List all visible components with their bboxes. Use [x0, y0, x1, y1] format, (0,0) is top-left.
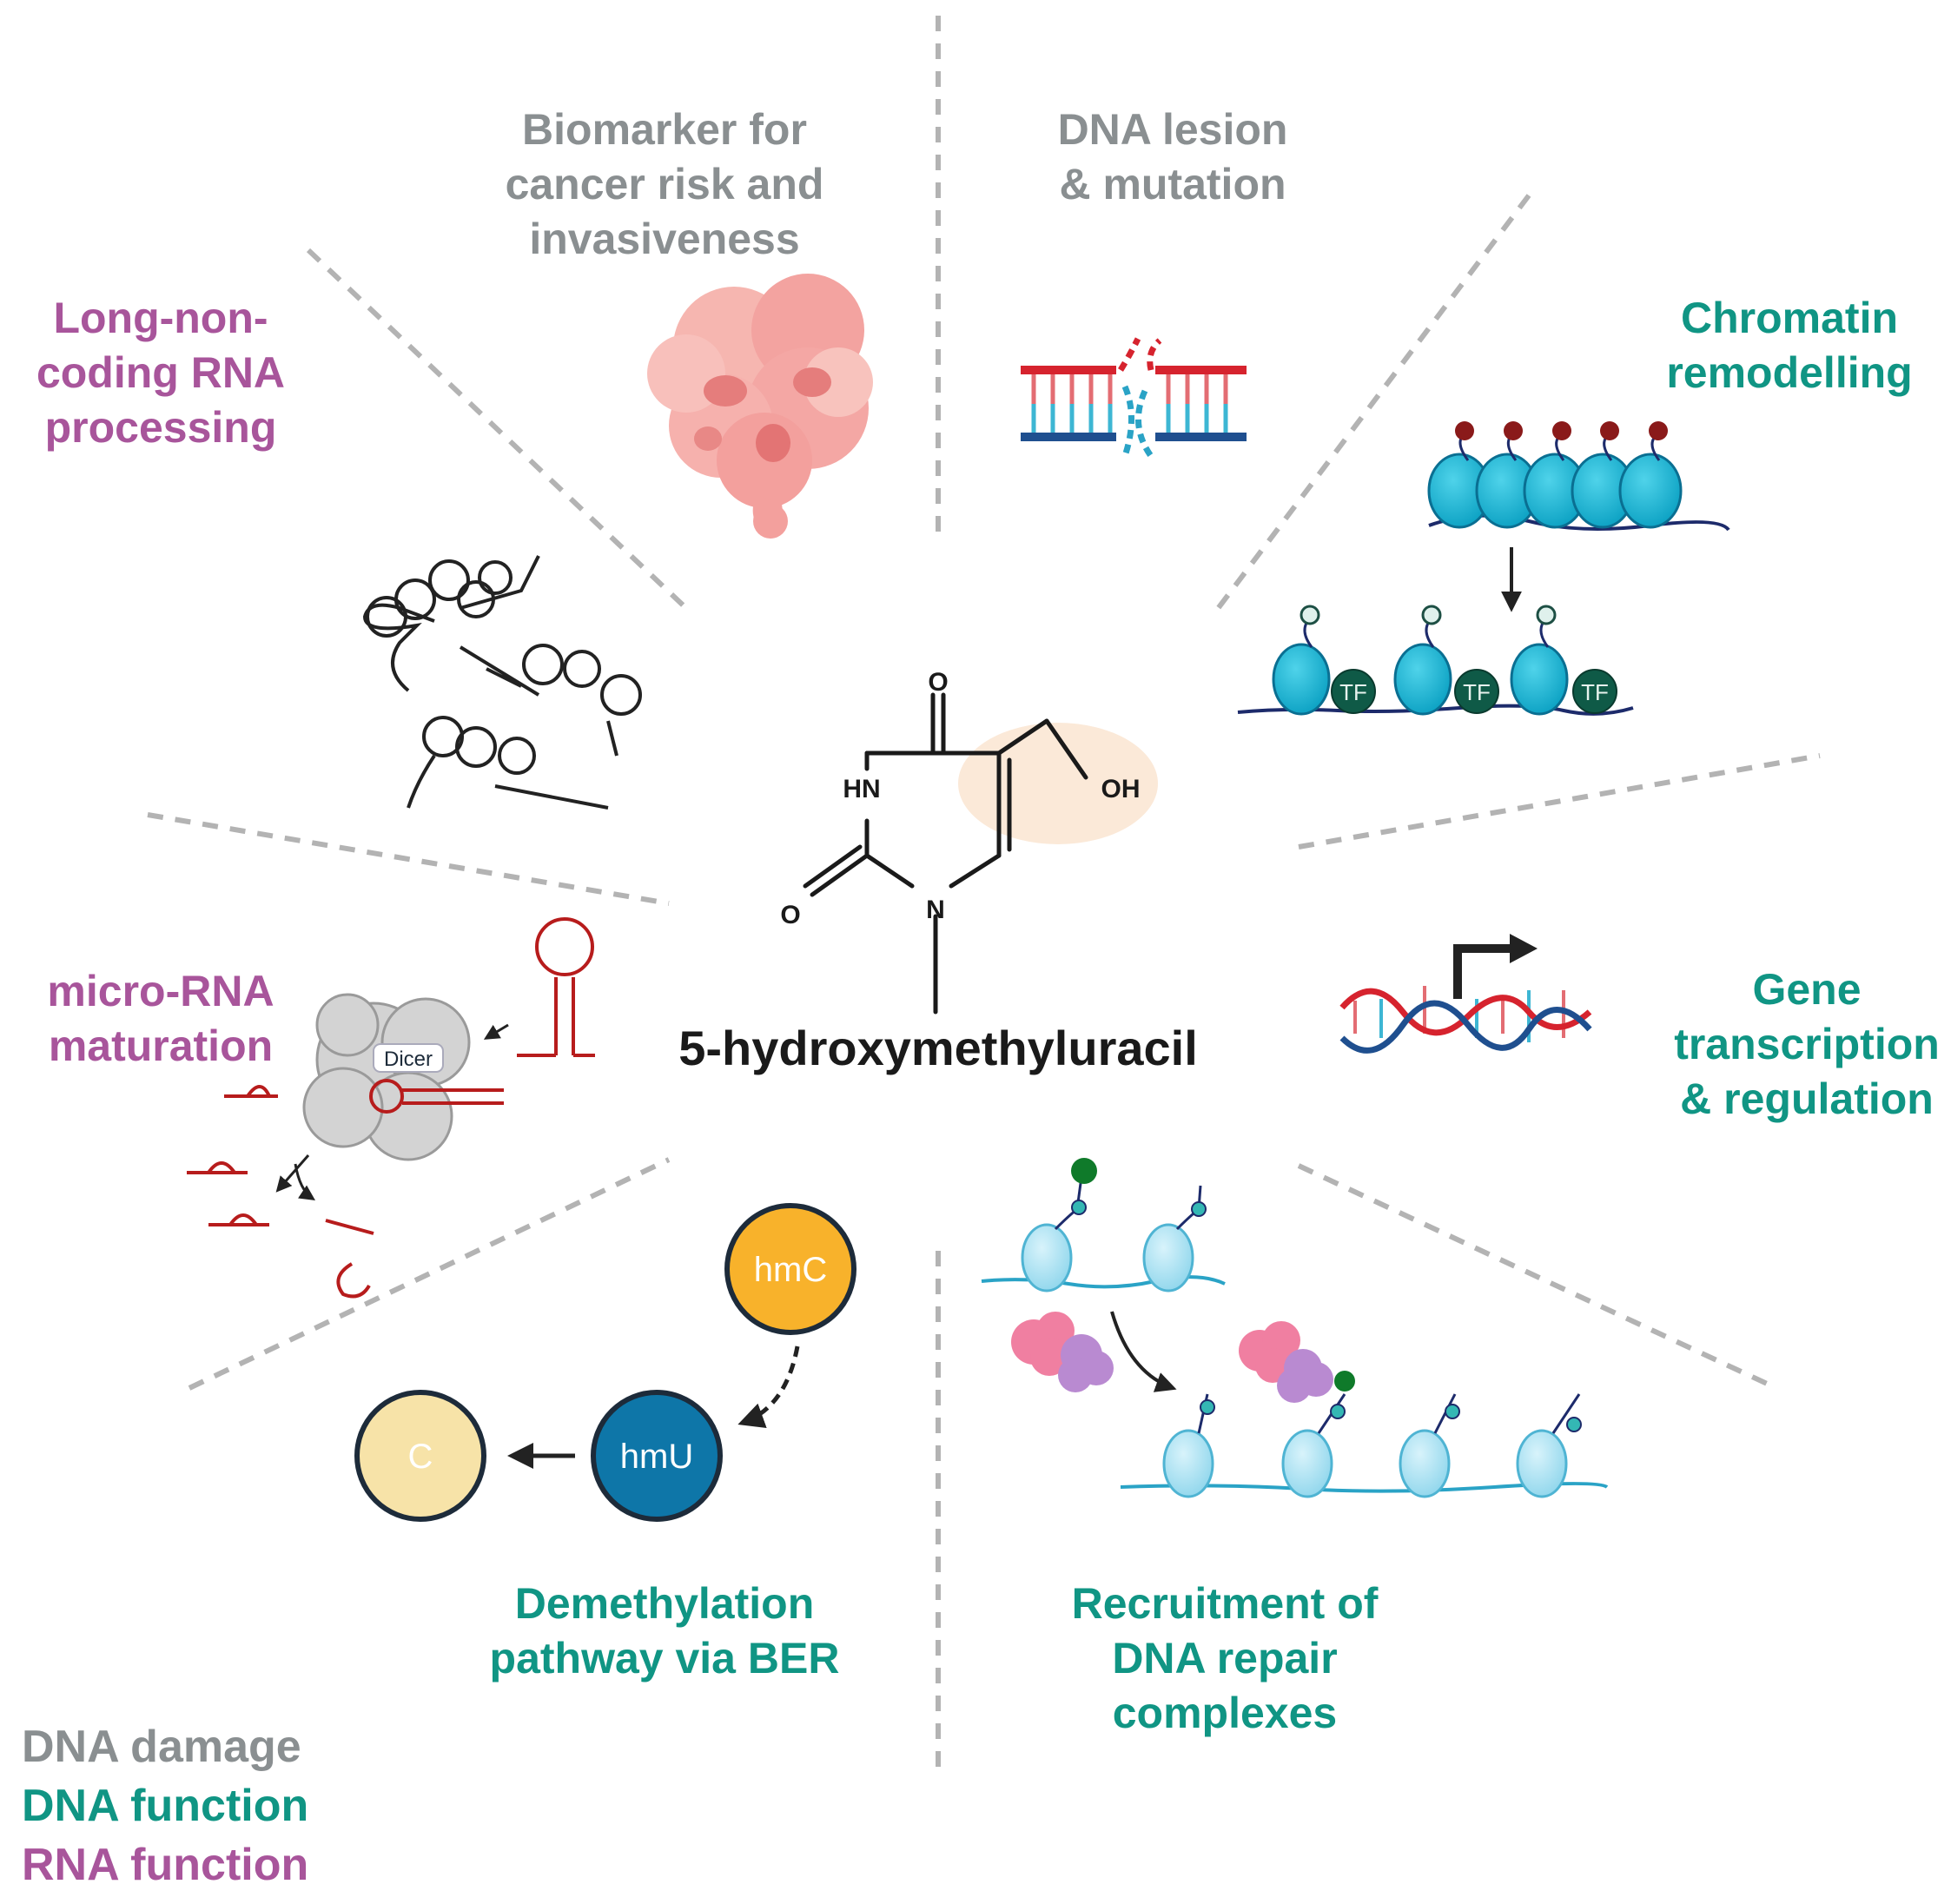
label-biomarker: Biomarker for cancer risk and invasivene…	[505, 105, 824, 263]
label-lncrna: Long-non- coding RNA processing	[36, 294, 286, 452]
c-label: C	[408, 1438, 433, 1476]
chromatin-condensed-icon	[1427, 421, 1730, 612]
dna-lesion-icon	[1021, 337, 1247, 459]
legend-dna-function: DNA function	[22, 1781, 309, 1831]
chromatin-open-icon: TF TF TF	[1237, 605, 1634, 716]
label-gene-transcription: Gene transcription & regulation	[1674, 965, 1940, 1123]
atom-o-top: O	[928, 668, 948, 697]
atom-oh: OH	[1101, 775, 1141, 803]
divider-bottom-left	[188, 1157, 671, 1391]
divider-top-right	[1209, 194, 1531, 618]
cancer-cell-cluster-icon	[647, 274, 873, 539]
molecule-structure: O HN OH O N	[780, 668, 1158, 1015]
label-dna-lesion: DNA lesion & mutation	[1057, 105, 1288, 208]
label-chromatin-remodelling: Chromatin remodelling	[1666, 294, 1913, 397]
atom-hn: HN	[843, 775, 880, 803]
c-circle	[354, 1390, 486, 1522]
legend-rna-function: RNA function	[22, 1840, 309, 1890]
legend-dna-damage: DNA damage	[22, 1722, 301, 1772]
tf-label-1: TF	[1339, 679, 1367, 705]
hmu-label: hmU	[620, 1438, 693, 1476]
hmu-circle	[591, 1390, 723, 1522]
divider-top-left	[306, 248, 693, 615]
atom-o-left: O	[780, 901, 800, 929]
demethylation-pathway-icon: hmC hmU C	[354, 1203, 856, 1522]
divider-left	[147, 812, 670, 906]
divider-right	[1298, 753, 1821, 850]
atom-n: N	[926, 896, 945, 924]
dicer-label: Dicer	[384, 1048, 433, 1071]
label-demethylation: Demethylation pathway via BER	[489, 1579, 840, 1683]
divider-bottom-right	[1297, 1163, 1778, 1391]
dicer-microrna-icon: Dicer	[187, 917, 595, 1299]
tf-label-3: TF	[1581, 679, 1609, 705]
hmc-circle	[724, 1203, 856, 1335]
tf-label-2: TF	[1463, 679, 1491, 705]
lncrna-structure-icon	[362, 555, 642, 810]
dna-repair-complex-icon	[981, 1158, 1609, 1498]
molecule-name: 5-hydroxymethyluracil	[678, 1021, 1198, 1075]
sector-dividers	[147, 16, 1821, 1776]
dna-helix-transcription-icon	[1339, 934, 1592, 1054]
hmc-label: hmC	[754, 1251, 827, 1289]
label-microrna: micro-RNA maturation	[47, 967, 274, 1070]
label-repair-recruitment: Recruitment of DNA repair complexes	[1071, 1579, 1379, 1737]
